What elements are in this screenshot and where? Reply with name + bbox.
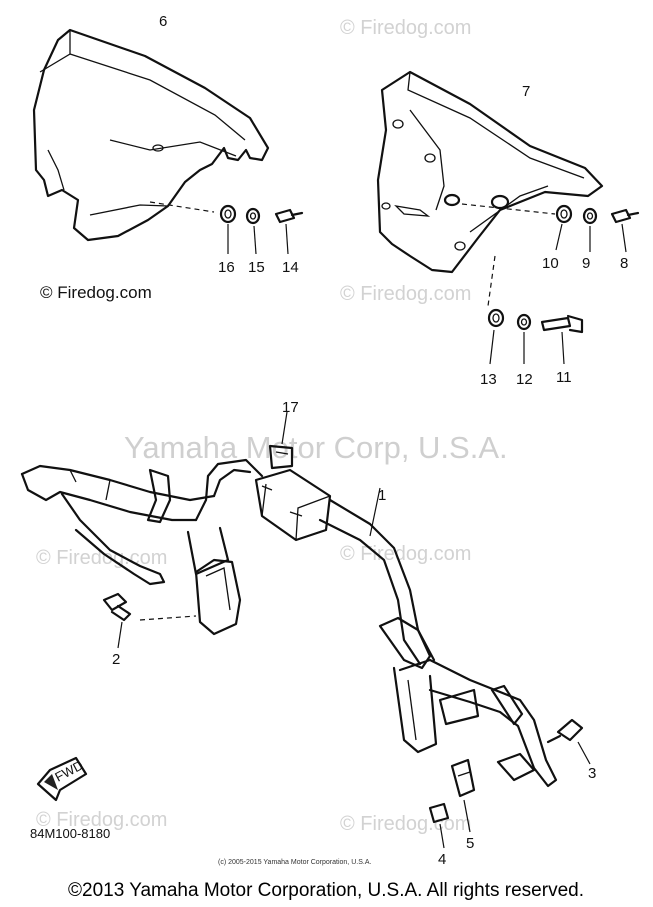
callout-7: 7: [522, 83, 530, 100]
part-17-clamp: [268, 411, 294, 470]
callout-labels: 1 2 3 4 5 6 7 8 9 10 11 12 13 14 15 16 1…: [112, 13, 628, 868]
grommet-13: [487, 308, 505, 328]
fine-print: (c) 2005-2015 Yamaha Motor Corporation, …: [218, 859, 371, 866]
watermark-firedog: © Firedog.com: [36, 547, 167, 569]
collar-15: [245, 207, 261, 225]
callout-14: 14: [282, 259, 299, 276]
copyright-top: © Firedog.com: [40, 283, 152, 302]
fwd-arrow: FWD: [36, 756, 88, 802]
fasteners-14-16: [219, 204, 304, 255]
collar-12: [516, 313, 532, 331]
watermark-yamaha: Yamaha Motor Corp, U.S.A.: [124, 430, 508, 465]
grommet-16: [219, 204, 237, 224]
callout-3: 3: [588, 765, 596, 782]
footer-copyright: ©2013 Yamaha Motor Corporation, U.S.A. A…: [68, 880, 584, 901]
part-3-bolt: [546, 718, 591, 765]
watermark-firedog: © Firedog.com: [340, 813, 471, 835]
grommet-10: [555, 204, 573, 224]
part-1-bracket: [20, 458, 558, 788]
watermark-firedog: © Firedog.com: [340, 17, 471, 39]
callout-5: 5: [466, 835, 474, 852]
callout-16: 16: [218, 259, 235, 276]
callout-15: 15: [248, 259, 265, 276]
collar-9: [582, 207, 598, 225]
part-7-cover: [376, 70, 604, 307]
callout-6: 6: [159, 13, 167, 30]
callout-2: 2: [112, 651, 120, 668]
fasteners-8-10: [555, 204, 640, 253]
watermark-layer: © Firedog.com © Firedog.com © Firedog.co…: [36, 17, 508, 835]
part-5-clip: [450, 758, 476, 833]
fwd-label: FWD: [52, 758, 85, 785]
watermark-firedog: © Firedog.com: [340, 283, 471, 305]
watermark-firedog: © Firedog.com: [340, 543, 471, 565]
fasteners-11-13: [487, 308, 584, 365]
callout-13: 13: [480, 371, 497, 388]
screw-14: [274, 208, 296, 224]
screw-8: [610, 208, 632, 224]
callout-11: 11: [556, 369, 572, 386]
callout-12: 12: [516, 371, 533, 388]
part-6-cover: [32, 28, 270, 242]
bolt-11: [540, 316, 572, 332]
callout-10: 10: [542, 255, 559, 272]
callout-1: 1: [378, 487, 386, 504]
callout-9: 9: [582, 255, 590, 272]
callout-8: 8: [620, 255, 628, 272]
diagram-code: 84M100-8180: [30, 826, 110, 841]
part-2-bolt: [102, 592, 132, 649]
callout-4: 4: [438, 851, 446, 868]
watermark-firedog: © Firedog.com: [36, 809, 167, 831]
part-4-nut: [428, 802, 450, 849]
callout-17: 17: [282, 399, 299, 416]
